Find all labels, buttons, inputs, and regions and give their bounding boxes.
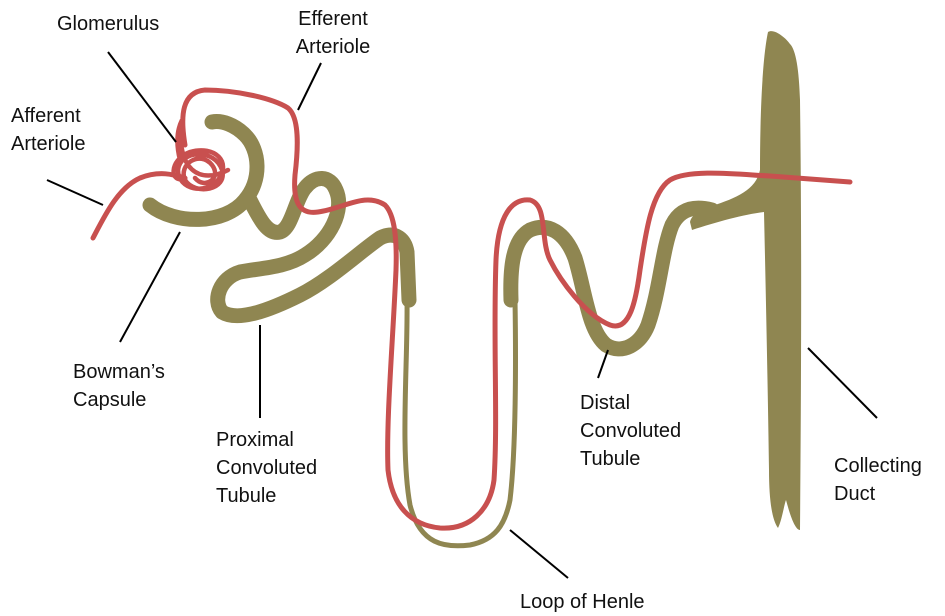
- efferent-arteriole-leader-line: [298, 63, 321, 110]
- distal-tubule-leader-line: [598, 350, 608, 378]
- efferent-arteriole-label: Efferent Arteriole: [283, 5, 383, 61]
- loop-of-henle-leader-line: [510, 530, 568, 578]
- afferent-arteriole-label: Afferent Arteriole: [11, 102, 85, 158]
- distal-tubule-label: Distal Convoluted Tubule: [580, 389, 681, 473]
- collecting-duct-leader-line: [808, 348, 877, 418]
- glomerulus-label: Glomerulus: [57, 10, 159, 38]
- loop-of-henle-label: Loop of Henle: [520, 588, 645, 616]
- proximal-tubule-label: Proximal Convoluted Tubule: [216, 426, 317, 510]
- glomerulus-leader-line: [108, 52, 176, 142]
- bowmans-capsule-leader-line: [120, 232, 180, 342]
- afferent-arteriole-leader-line: [47, 180, 103, 205]
- bowmans-capsule-label: Bowman’s Capsule: [73, 358, 165, 414]
- collecting-duct-label: Collecting Duct: [834, 452, 922, 508]
